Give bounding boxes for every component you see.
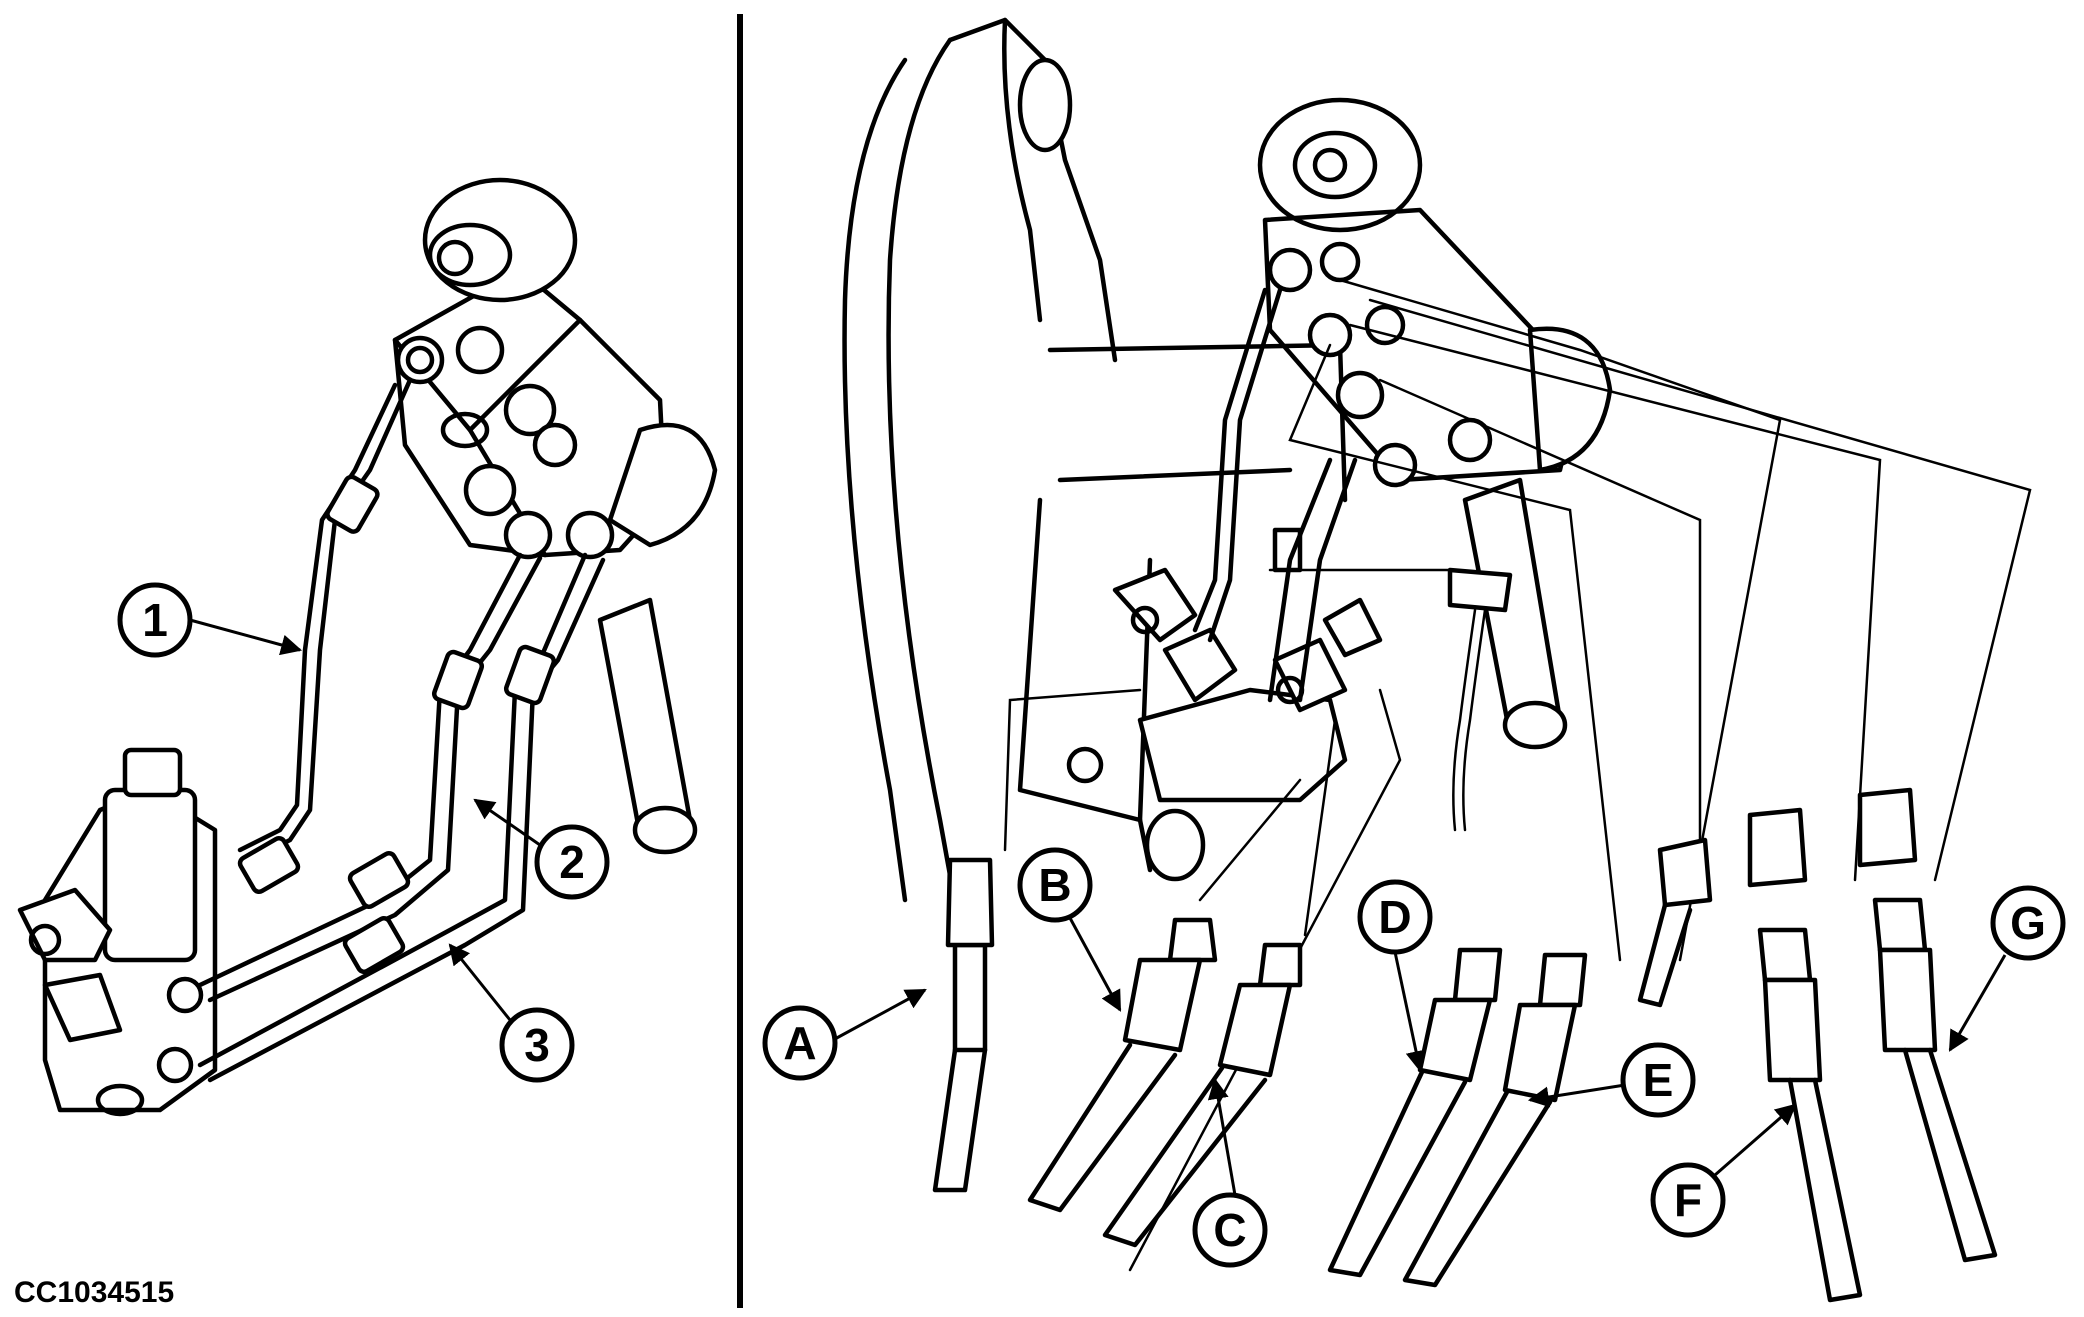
callout-f-label: F bbox=[1674, 1174, 1702, 1226]
callout-c: C bbox=[1192, 1077, 1268, 1268]
callout-g-label: G bbox=[2010, 897, 2046, 949]
figure-id: CC1034515 bbox=[14, 1276, 175, 1309]
solenoid-manifold bbox=[1112, 527, 1513, 832]
callout-1-label: 1 bbox=[142, 594, 168, 646]
solenoid-valve bbox=[17, 747, 218, 1117]
callout-e: E bbox=[1527, 1042, 1696, 1118]
hydraulic-lines-left bbox=[197, 377, 606, 1083]
callout-f: F bbox=[1650, 1103, 1797, 1238]
left-panel-drawing bbox=[17, 177, 718, 1117]
callout-1: 1 bbox=[117, 582, 303, 658]
callout-g: G bbox=[1948, 885, 2066, 1052]
callout-b-label: B bbox=[1038, 859, 1071, 911]
callout-c-label: C bbox=[1213, 1204, 1246, 1256]
right-panel-drawing bbox=[842, 17, 2032, 1303]
callout-2-label: 2 bbox=[559, 836, 585, 888]
callout-3: 3 bbox=[448, 943, 575, 1083]
callout-a-label: A bbox=[783, 1017, 816, 1069]
hose-ends bbox=[932, 787, 1998, 1303]
callout-3-label: 3 bbox=[524, 1019, 550, 1071]
control-valve-block bbox=[392, 177, 718, 560]
callout-d-label: D bbox=[1378, 891, 1411, 943]
callout-a: A bbox=[762, 988, 927, 1081]
callout-e-label: E bbox=[1643, 1054, 1674, 1106]
callout-b: B bbox=[1017, 847, 1122, 1012]
control-valve-block-right bbox=[1257, 97, 1613, 488]
callout-d: D bbox=[1357, 879, 1433, 1073]
lever-handle-right bbox=[1462, 477, 1568, 750]
loader-frame bbox=[842, 17, 1348, 933]
callout-2: 2 bbox=[473, 798, 610, 900]
lever-handle bbox=[597, 597, 698, 855]
